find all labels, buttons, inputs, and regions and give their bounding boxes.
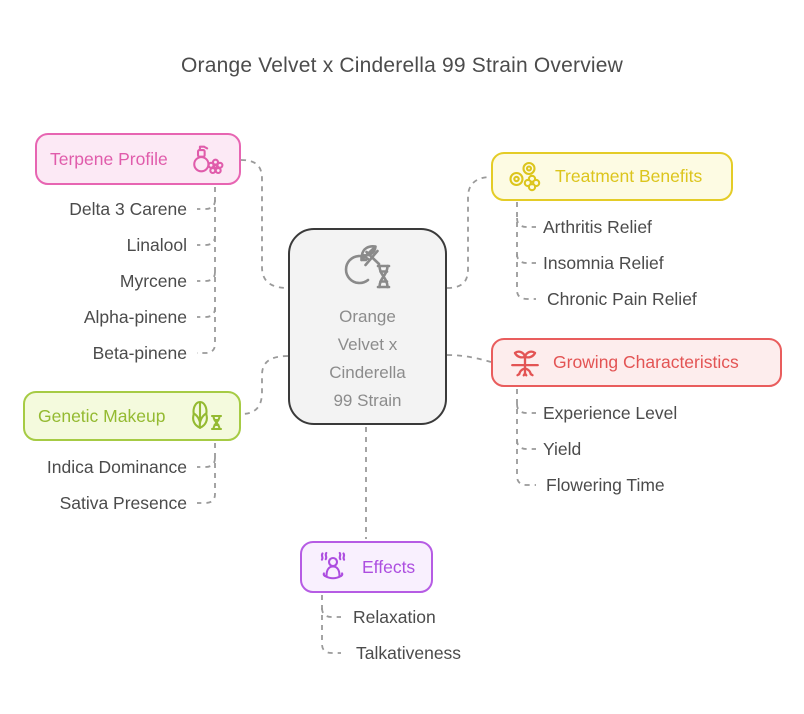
- perfume-bottle-flower-icon: [188, 142, 226, 176]
- orange-cross-dna-icon: [337, 242, 399, 301]
- branch-label: Treatment Benefits: [555, 166, 703, 186]
- leaf-flowering-time: Flowering Time: [546, 475, 665, 495]
- branch-growing-characteristics[interactable]: Growing Characteristics: [491, 338, 782, 387]
- leaf-indica-dominance: Indica Dominance: [46, 457, 187, 477]
- leaf-arthritis-relief: Arthritis Relief: [543, 217, 652, 237]
- leaf-chronic-pain-relief: Chronic Pain Relief: [547, 289, 697, 309]
- corn-dna-icon: [186, 398, 226, 434]
- leaf-yield: Yield: [543, 439, 582, 459]
- leaf-delta-3-carene: Delta 3 Carene: [69, 199, 187, 219]
- branch-terpene-profile[interactable]: Terpene Profile: [35, 133, 241, 185]
- pills-icon: [506, 159, 546, 195]
- branch-treatment-benefits[interactable]: Treatment Benefits: [491, 152, 733, 201]
- leaf-beta-pinene: Beta-pinene: [92, 343, 187, 363]
- leaf-experience-level: Experience Level: [543, 403, 678, 423]
- branch-label: Effects: [362, 556, 416, 577]
- page-title: Orange Velvet x Cinderella 99 Strain Ove…: [180, 54, 624, 77]
- central-node-label: Orange Velvet x Cinderella 99 Strain: [329, 307, 406, 410]
- branch-genetic-makeup[interactable]: Genetic Makeup: [23, 391, 241, 441]
- branch-label: Growing Characteristics: [553, 352, 739, 372]
- branch-effects[interactable]: Effects: [300, 541, 433, 593]
- sprout-roots-icon: [506, 345, 544, 381]
- leaf-alpha-pinene: Alpha-pinene: [83, 307, 187, 327]
- branch-label: Genetic Makeup: [38, 405, 166, 426]
- leaf-insomnia-relief: Insomnia Relief: [543, 253, 664, 273]
- meditating-person-icon: [313, 549, 353, 585]
- central-node[interactable]: Orange Velvet x Cinderella 99 Strain: [288, 228, 447, 425]
- leaf-talkativeness: Talkativeness: [356, 643, 462, 663]
- leaf-sativa-presence: Sativa Presence: [59, 493, 187, 513]
- leaf-linalool: Linalool: [126, 235, 187, 255]
- leaf-relaxation: Relaxation: [353, 607, 436, 627]
- leaf-myrcene: Myrcene: [119, 271, 187, 291]
- branch-label: Terpene Profile: [50, 148, 168, 169]
